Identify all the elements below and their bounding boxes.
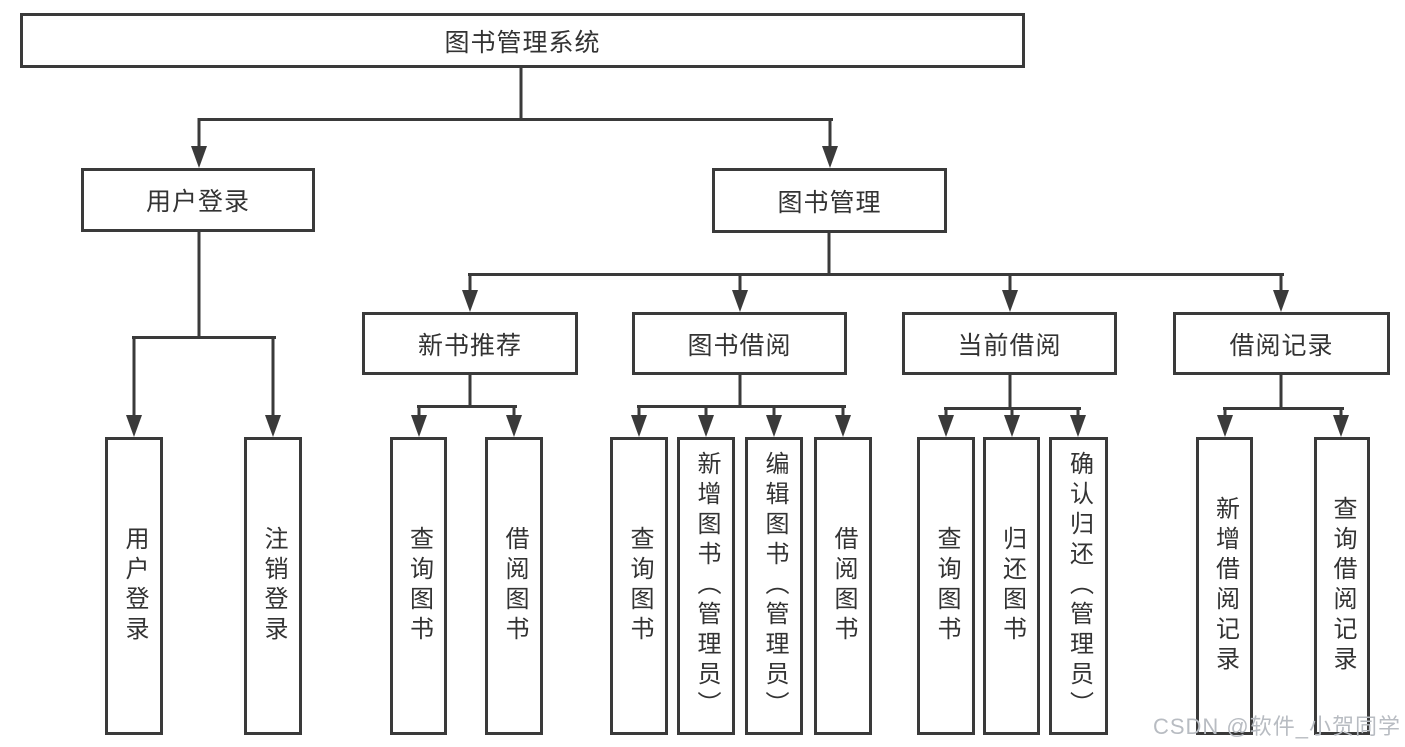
leaf-label: 归还图书	[998, 526, 1026, 646]
node-label: 图书借阅	[687, 331, 792, 360]
arrowhead-down	[835, 415, 851, 437]
arrowhead-down	[938, 415, 954, 437]
arrowhead-down	[732, 290, 748, 312]
leaf-label: 确认归还（管理员）	[1065, 451, 1093, 721]
connector-line	[468, 375, 472, 408]
leaf-add-borrow-record: 新增借阅记录	[1196, 437, 1253, 735]
connector-line	[828, 118, 832, 150]
connector-line	[944, 407, 948, 419]
leaf-label: 查询图书	[626, 526, 653, 646]
connector-line	[417, 405, 421, 419]
leaf-label: 新增图书（管理员）	[693, 451, 720, 721]
connector-line	[1279, 375, 1283, 410]
arrowhead-down	[411, 415, 427, 437]
leaf-label: 查询图书	[405, 526, 433, 646]
connector-line	[1008, 273, 1012, 294]
connector-line	[197, 118, 201, 150]
connector-line	[1223, 407, 1227, 419]
leaf-label: 注销登录	[260, 526, 287, 646]
arrowhead-down	[631, 415, 647, 437]
leaf-query-books-recommend: 查询图书	[390, 437, 447, 735]
leaf-edit-book-admin: 编辑图书（管理员）	[745, 437, 803, 735]
leaf-query-books-borrow: 查询图书	[610, 437, 668, 735]
connector-line	[841, 405, 845, 419]
csdn-watermark: CSDN @软件_小贺同学	[1152, 714, 1401, 739]
connector-line	[132, 336, 276, 339]
leaf-label: 借阅图书	[501, 526, 528, 646]
connector-line	[519, 68, 523, 121]
leaf-borrow-books: 借阅图书	[814, 437, 872, 735]
node-label: 新书推荐	[417, 331, 522, 360]
connector-line	[1076, 407, 1080, 419]
connector-line	[738, 375, 742, 408]
connector-line	[132, 336, 136, 419]
node-book-borrowing: 图书借阅	[632, 312, 847, 375]
arrowhead-down	[1273, 290, 1289, 312]
arrowhead-down	[1217, 415, 1233, 437]
node-label: 当前借阅	[957, 331, 1062, 360]
connector-line	[772, 405, 776, 419]
node-label: 图书管理系统	[444, 28, 601, 57]
connector-line	[704, 405, 708, 419]
connector-line	[512, 405, 516, 419]
connector-line	[468, 273, 1284, 276]
node-current-borrowing: 当前借阅	[902, 312, 1117, 375]
leaf-label: 借阅图书	[830, 526, 857, 646]
arrowhead-down	[698, 415, 714, 437]
connector-line	[468, 273, 472, 294]
leaf-query-borrow-record: 查询借阅记录	[1314, 437, 1370, 735]
connector-line	[198, 118, 833, 121]
connector-line	[417, 405, 517, 408]
node-label: 图书管理	[777, 188, 882, 217]
arrowhead-down	[1070, 415, 1086, 437]
leaf-user-login: 用户登录	[105, 437, 163, 735]
connector-line	[1010, 407, 1014, 419]
connector-line	[1279, 273, 1283, 294]
arrowhead-down	[822, 146, 838, 168]
leaf-confirm-return-admin: 确认归还（管理员）	[1049, 437, 1108, 735]
arrowhead-down	[1333, 415, 1349, 437]
leaf-label: 查询借阅记录	[1329, 496, 1356, 676]
leaf-label: 新增借阅记录	[1211, 496, 1239, 676]
node-library-system-root: 图书管理系统	[20, 13, 1025, 68]
leaf-label: 用户登录	[121, 526, 148, 646]
arrowhead-down	[265, 415, 281, 437]
leaf-query-books-current: 查询图书	[917, 437, 975, 735]
node-user-login: 用户登录	[81, 168, 315, 232]
connector-line	[1008, 375, 1012, 410]
connector-line	[637, 405, 641, 419]
arrowhead-down	[1002, 290, 1018, 312]
connector-line	[738, 273, 742, 294]
node-borrowing-records: 借阅记录	[1173, 312, 1390, 375]
arrowhead-down	[1004, 415, 1020, 437]
connector-line	[271, 336, 275, 419]
connector-line	[827, 233, 831, 276]
arrowhead-down	[126, 415, 142, 437]
node-label: 借阅记录	[1229, 331, 1334, 360]
node-book-management: 图书管理	[712, 168, 947, 233]
leaf-borrow-books-recommend: 借阅图书	[485, 437, 543, 735]
leaf-return-books: 归还图书	[983, 437, 1040, 735]
connector-line	[197, 232, 201, 339]
arrowhead-down	[506, 415, 522, 437]
leaf-label: 编辑图书（管理员）	[761, 451, 788, 721]
connector-line	[637, 405, 846, 408]
connector-line	[1223, 407, 1344, 410]
leaf-add-book-admin: 新增图书（管理员）	[677, 437, 735, 735]
leaf-logout: 注销登录	[244, 437, 302, 735]
arrowhead-down	[766, 415, 782, 437]
leaf-label: 查询图书	[933, 526, 960, 646]
node-label: 用户登录	[145, 188, 250, 216]
node-new-book-recommendation: 新书推荐	[362, 312, 578, 375]
connector-line	[1339, 407, 1343, 419]
arrowhead-down	[462, 290, 478, 312]
arrowhead-down	[191, 146, 207, 168]
